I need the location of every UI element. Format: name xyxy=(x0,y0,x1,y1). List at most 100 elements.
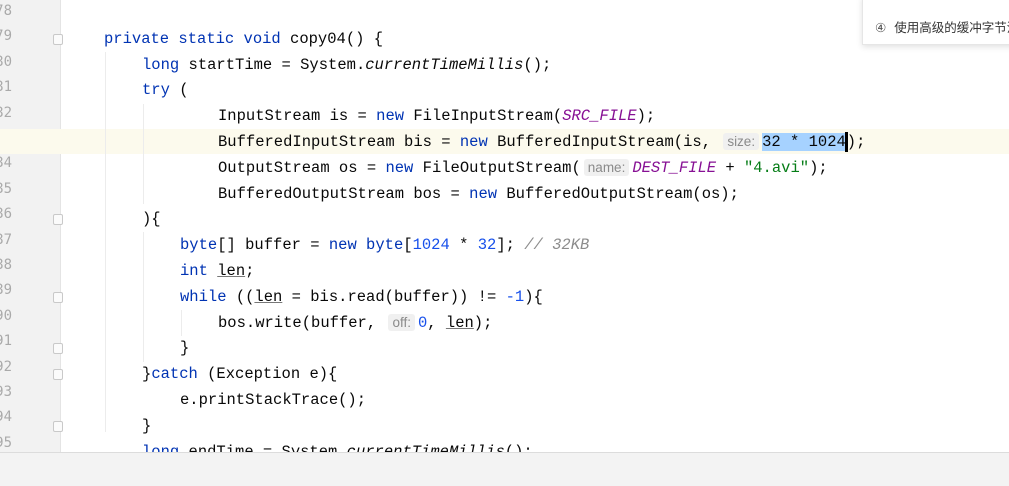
text-caret xyxy=(844,131,848,152)
code-token: [ xyxy=(403,236,413,255)
code-token: = bis.read(buffer)) != xyxy=(282,287,506,306)
line-number: 84 xyxy=(0,155,12,172)
static-method: currentTimeMillis xyxy=(346,442,505,452)
code-line[interactable]: }catch (Exception e){ xyxy=(142,361,337,387)
line-number: 92 xyxy=(0,358,12,375)
keyword: try xyxy=(142,81,180,100)
keyword: new xyxy=(376,107,414,126)
code-line[interactable]: private static void copy04() { xyxy=(104,26,383,52)
line-number: 82 xyxy=(0,104,12,121)
parameter-hint: name: xyxy=(583,158,630,176)
indent-guide xyxy=(143,232,144,362)
indent-guide xyxy=(105,52,106,432)
selected-text: 32 * 1024 xyxy=(762,133,846,151)
code-token: * xyxy=(449,236,478,255)
code-line[interactable]: e.printStackTrace(); xyxy=(180,387,366,413)
code-line[interactable]: long startTime = System.currentTimeMilli… xyxy=(142,52,551,78)
number-literal: 32 xyxy=(477,236,497,255)
code-line[interactable]: byte[] buffer = new byte[1024 * 32]; // … xyxy=(180,232,589,258)
line-number: 78 xyxy=(0,3,12,19)
code-token: ){ xyxy=(524,287,543,306)
code-token: endTime = System. xyxy=(188,442,347,452)
keyword: byte xyxy=(180,236,218,255)
code-line[interactable]: ){ xyxy=(142,206,161,232)
code-line[interactable]: try ( xyxy=(142,77,189,103)
code-token: } xyxy=(180,339,190,358)
bottom-panel xyxy=(0,452,1009,486)
local-variable: len xyxy=(254,287,283,306)
parameter-hint: size: xyxy=(723,133,760,150)
local-variable: len xyxy=(217,262,246,280)
fold-collapse-icon[interactable] xyxy=(53,33,63,45)
parameter-hint: off: xyxy=(388,313,415,331)
code-token: [] buffer = xyxy=(217,236,329,255)
code-token: (); xyxy=(504,442,533,452)
code-token: ); xyxy=(846,133,866,151)
line-number: 93 xyxy=(0,384,12,400)
constant: SRC_FILE xyxy=(562,107,637,126)
code-token: (); xyxy=(523,55,552,74)
keyword: new xyxy=(459,133,498,151)
line-number: 86 xyxy=(0,206,12,223)
fold-collapse-icon[interactable] xyxy=(53,369,63,381)
code-token: ]; xyxy=(496,236,525,255)
code-token: ){ xyxy=(142,210,161,229)
code-line[interactable]: InputStream is = new FileInputStream(SRC… xyxy=(218,103,655,129)
line-number: 91 xyxy=(0,333,12,350)
code-token: startTime = System. xyxy=(188,55,366,74)
keyword: private static void xyxy=(104,29,291,48)
fold-expand-icon[interactable] xyxy=(53,343,63,355)
code-token: copy04() { xyxy=(290,29,384,48)
code-line[interactable]: while ((len = bis.read(buffer)) != -1){ xyxy=(180,284,543,310)
number-literal: 0 xyxy=(417,313,428,332)
code-token: BufferedOutputStream(os); xyxy=(506,184,739,203)
comment: // 32KB xyxy=(524,236,590,255)
code-token: (( xyxy=(235,287,255,306)
code-token: InputStream is = xyxy=(218,107,377,126)
code-line[interactable]: BufferedOutputStream bos = new BufferedO… xyxy=(218,181,739,207)
keyword: catch xyxy=(151,365,208,384)
fold-collapse-icon[interactable] xyxy=(53,214,63,226)
code-line[interactable]: bos.write(buffer, off:0, len); xyxy=(218,310,492,336)
line-number: 89 xyxy=(0,282,12,299)
step-number-icon: ④ xyxy=(875,20,887,35)
code-token: , xyxy=(427,313,446,332)
code-line[interactable]: } xyxy=(142,413,151,439)
indent-guide xyxy=(181,310,182,336)
fold-expand-icon[interactable] xyxy=(53,420,63,432)
code-token: (Exception e){ xyxy=(207,365,338,384)
code-line[interactable]: BufferedInputStream bis = new BufferedIn… xyxy=(218,129,865,155)
code-token: ( xyxy=(179,81,189,100)
code-token: } xyxy=(142,416,152,435)
code-token: FileInputStream( xyxy=(413,107,563,126)
keyword: int xyxy=(180,262,218,280)
indent-guide xyxy=(143,104,144,204)
code-line[interactable]: int len; xyxy=(180,258,254,284)
line-number: 81 xyxy=(0,79,12,96)
code-line[interactable]: } xyxy=(180,335,189,361)
number-literal: 1024 xyxy=(412,236,450,255)
keyword: while xyxy=(180,287,236,306)
line-number: 94 xyxy=(0,409,12,426)
keyword: new xyxy=(469,184,507,203)
code-editor[interactable]: private static void copy04() {long start… xyxy=(0,0,1009,452)
local-variable: len xyxy=(445,313,474,332)
line-number: 88 xyxy=(0,257,12,273)
static-method: currentTimeMillis xyxy=(365,55,524,74)
code-token: ); xyxy=(809,158,828,177)
code-line[interactable]: long endTime = System.currentTimeMillis(… xyxy=(142,439,533,452)
string-literal: "4.avi" xyxy=(743,158,810,177)
fold-collapse-icon[interactable] xyxy=(53,291,63,303)
code-line[interactable]: OutputStream os = new FileOutputStream(n… xyxy=(218,155,828,181)
code-token: FileOutputStream( xyxy=(422,158,581,177)
line-number: 90 xyxy=(0,307,12,324)
code-token: ); xyxy=(473,313,493,332)
constant: DEST_FILE xyxy=(632,158,717,177)
keyword: new byte xyxy=(328,236,404,255)
code-token: BufferedInputStream(is, xyxy=(497,133,721,151)
code-token: OutputStream os = xyxy=(218,158,386,177)
code-token: + xyxy=(716,158,744,177)
code-token: bos.write(buffer, xyxy=(218,313,386,332)
line-number: 79 xyxy=(0,28,12,45)
